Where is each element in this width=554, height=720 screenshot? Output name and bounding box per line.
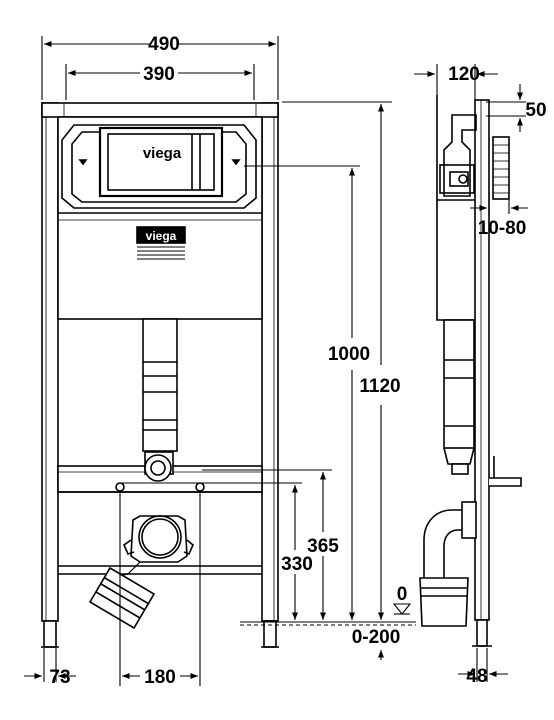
cistern-panel [57, 116, 263, 320]
bottom-rails [58, 565, 262, 575]
dim-73-label: 73 [49, 667, 70, 688]
dim-50-label: 50 [525, 100, 546, 121]
svg-text:viega: viega [143, 145, 182, 162]
dim-48-label: 48 [466, 666, 487, 687]
lower-rail [57, 451, 263, 493]
dim-10-80-label: 10-80 [478, 218, 527, 239]
dim-1120-label: 1120 [359, 376, 400, 397]
label-logo: viega [146, 229, 177, 243]
label-plate [136, 226, 186, 260]
dim-330-label: 330 [281, 554, 313, 575]
dim-180-label: 180 [144, 667, 176, 688]
dim-floor-zero-label: 0 [397, 584, 408, 605]
dim-390-label: 390 [143, 64, 175, 85]
dim-120-label: 120 [448, 64, 480, 85]
front-view-frame [41, 102, 279, 648]
dim-365-label: 365 [307, 536, 339, 557]
drain-elbow-front [88, 515, 194, 630]
svg-text:viega: viega [146, 229, 177, 243]
dim-490-label: 490 [148, 34, 180, 55]
panel-logo: viega [143, 145, 182, 162]
dim-1000-label: 1000 [328, 344, 370, 365]
side-view-frame [419, 95, 522, 647]
dim-0-200-label: 0-200 [352, 627, 401, 648]
